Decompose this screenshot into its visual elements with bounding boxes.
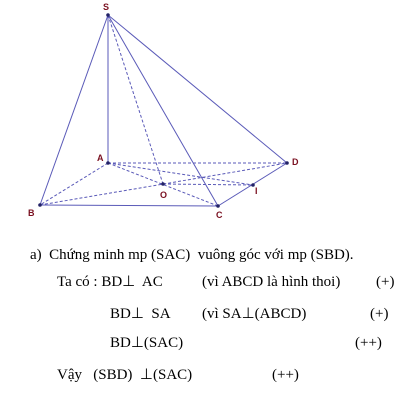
label-C: C <box>216 210 223 220</box>
proof-line2-reason: (vì SA⊥(ABCD) <box>202 306 307 322</box>
label-B: B <box>28 208 35 218</box>
point-S <box>106 13 110 17</box>
proof-line2-mark: (+) <box>370 306 389 322</box>
edge-SC <box>107 14 219 207</box>
segment-OI <box>162 183 254 186</box>
point-A <box>106 161 110 165</box>
proof-line1-statement: Ta có : BD⊥ AC <box>57 274 163 290</box>
label-O: O <box>160 190 167 200</box>
edge-SD <box>107 14 288 164</box>
point-C <box>216 204 220 208</box>
proof-line1-reason: (vì ABCD là hình thoi) <box>202 274 341 290</box>
proof-line1-mark: (+) <box>376 274 395 290</box>
point-B <box>38 203 42 207</box>
edge-BC <box>39 204 219 207</box>
proof-line4-mark: (++) <box>272 367 299 383</box>
point-D <box>285 161 289 165</box>
proof-line3-statement: BD⊥(SAC) <box>110 335 184 351</box>
segment-AI <box>107 162 254 186</box>
edge-AB <box>39 162 109 206</box>
label-I: I <box>255 186 258 196</box>
label-A: A <box>97 153 104 163</box>
label-S: S <box>103 2 109 12</box>
proof-line2-statement: BD⊥ SA <box>110 306 171 322</box>
pyramid-figure: S A B C D O I <box>28 2 299 220</box>
proof-line4-statement: Vậy (SBD) ⊥(SAC) <box>57 367 193 383</box>
edge-SB <box>39 14 109 206</box>
segment-SO <box>107 14 164 185</box>
proof-heading: a) Chứng minh mp (SAC) vuông góc với mp … <box>30 247 354 263</box>
point-O <box>161 182 165 186</box>
proof-line3-mark: (++) <box>355 335 382 351</box>
label-D: D <box>292 157 299 167</box>
point-I <box>251 183 255 187</box>
